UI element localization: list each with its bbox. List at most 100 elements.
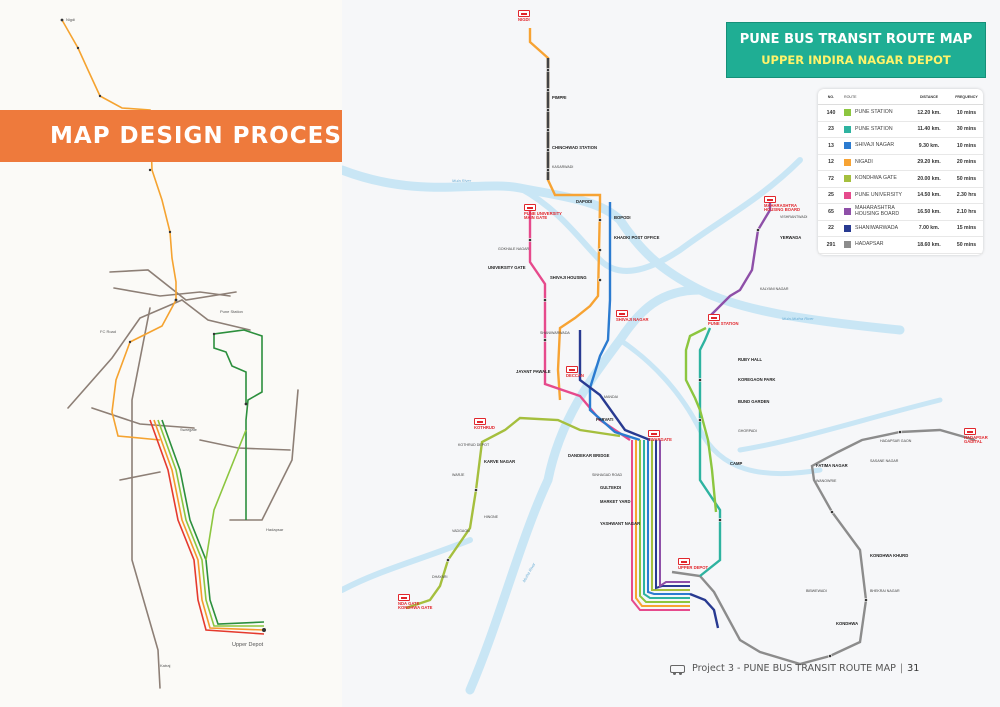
route-name: HADAPSAR [855,241,884,248]
river-label-mula-mutha: Mula-Mutha River [782,316,814,321]
stop-kasarwadi: KASARWADI [552,165,574,169]
sketch-stop [244,402,248,406]
stop-bhekrai: BHEKRAI NAGAR [870,589,900,593]
terminus-label: PUNE STATION [708,321,739,326]
stop-dot [546,128,550,132]
sketch-stop [98,94,102,98]
route-distance: 14.50 km. [917,192,941,199]
route-name: MAHARASHTRA HOUSING BOARD [855,205,900,217]
river-mutha [465,285,705,695]
route-distance: 12.20 km. [917,109,941,116]
stop-dot [756,228,760,232]
terminus-label: SWARGATE [648,437,672,442]
sketch-stop [212,332,216,336]
terminus-pune-station: PUNE STATION [708,314,739,326]
page-footer: Project 3 - PUNE BUS TRANSIT ROUTE MAP |… [670,663,920,675]
terminus-swargate: SWARGATE [648,430,672,442]
terminus-label: NDA GATE KONDHWA GATE [398,601,433,611]
route-distance: 20.00 km. [917,175,941,182]
route-shaniwarwada-line [578,330,651,442]
stop-dot [698,418,702,422]
header-no: NO. [827,94,835,99]
route-number: 72 [828,175,834,182]
stop-hingne: HINGNE [484,515,498,519]
terminus-label: HADAPSAR GADITAL [964,435,988,445]
terminus-pune-university: PUNE UNIVERSITY MAIN GATE [524,204,564,221]
route-color-swatch [844,224,851,232]
stop-shivaji-housing: SHIVAJI HOUSING [550,275,587,280]
terminus-label: MAHARASHTRA HOUSING BOARD [764,203,801,213]
stop-yashwant: YASHWANT NAGAR [600,521,641,526]
page-number: 31 [907,663,920,674]
bus-stop-icon [678,558,690,565]
terminus-label: UPPER DEPOT [678,565,709,570]
stop-dot [528,238,532,242]
stop-ruby-hall: RUBY HALL [738,357,763,362]
route-number: 291 [826,241,836,248]
stop-hadapsar-gaon: HADAPSAR GAON [880,439,912,443]
route-color-swatch [844,142,851,150]
route-color-swatch [844,241,851,249]
route-frequency: 50 mins [956,175,977,182]
stop-pimpri: PIMPRI [552,95,567,100]
route-frequency: 10 mins [956,142,977,149]
sketch-label-pune-station: Pune Station [220,309,243,314]
route-frequency: 2.30 hrs [956,192,977,199]
bundle-line [631,440,690,611]
stop-university: UNIVERSITY GATE [488,265,526,270]
route-distance: 9.30 km. [918,142,940,149]
river-label-mula: Mula River [452,178,472,183]
route-distance: 18.60 km. [917,241,941,248]
route-number: 65 [828,208,834,215]
sketch-route-nigdi [61,19,177,441]
route-color-swatch [844,125,851,133]
stop-bibwewadi: BIBWEWADI [806,589,827,593]
route-name: SHANIWARWADA [855,224,899,231]
stop-kondhwa: KONDHWA [836,621,859,626]
sketch-label-nigdi: Nigdi [66,17,76,22]
stop-dot [546,108,550,112]
sketch-stops [60,18,266,632]
stop-mandai: MANDAI [604,395,618,399]
sketch-label-fc-road: FC Road [100,329,117,334]
bus-stop-icon [708,314,720,321]
bus-stop-icon [964,428,976,435]
stop-gultekdi: GULTEKDI [600,485,622,490]
bus-stop-icon [518,10,530,17]
stop-parvati: PARVATI [596,417,614,422]
terminus-shivaji-nagar: SHIVAJI NAGAR [616,310,649,322]
sketch-road [229,389,299,521]
route-number: 23 [828,126,834,133]
stop-bopodi: BOPODI [614,215,631,220]
route-station140-line [684,326,718,513]
stop-fatima: FATIMA NAGAR [816,463,848,468]
sketch-bundle-line [157,419,264,627]
sketch-stop [76,46,80,50]
route-cell: PUNE UNIVERSITY [844,192,908,199]
river-branch [342,537,473,593]
route-cell: HADAPSAR [844,241,908,249]
stop-khadki: KHADKI POST OFFICE [614,235,660,240]
stop-dot [546,68,550,72]
route-shivaji-line [588,202,641,442]
bundle-line [647,440,690,595]
sketch-bundle-line [153,419,265,631]
stop-kondhwa-khurd: KONDHWA KHURD [870,553,909,558]
route-distance: 11.40 km. [917,126,941,133]
route-color-swatch [844,175,851,183]
stop-yerwada: YERWADA [780,235,802,240]
stop-dot [718,518,722,522]
sketch-label-swargate: Swargate [180,427,197,432]
footer-separator: | [899,663,904,674]
route-navy-extension [689,592,720,629]
route-bundle [631,440,690,611]
route-name: NIGADI [855,158,873,165]
sketch-stop [148,168,152,172]
route-map [342,28,976,695]
route-cell: SHIVAJI NAGAR [844,142,908,150]
river-mula [342,165,905,335]
route-name: PUNE STATION [855,125,893,132]
sketch-stop [168,230,172,234]
